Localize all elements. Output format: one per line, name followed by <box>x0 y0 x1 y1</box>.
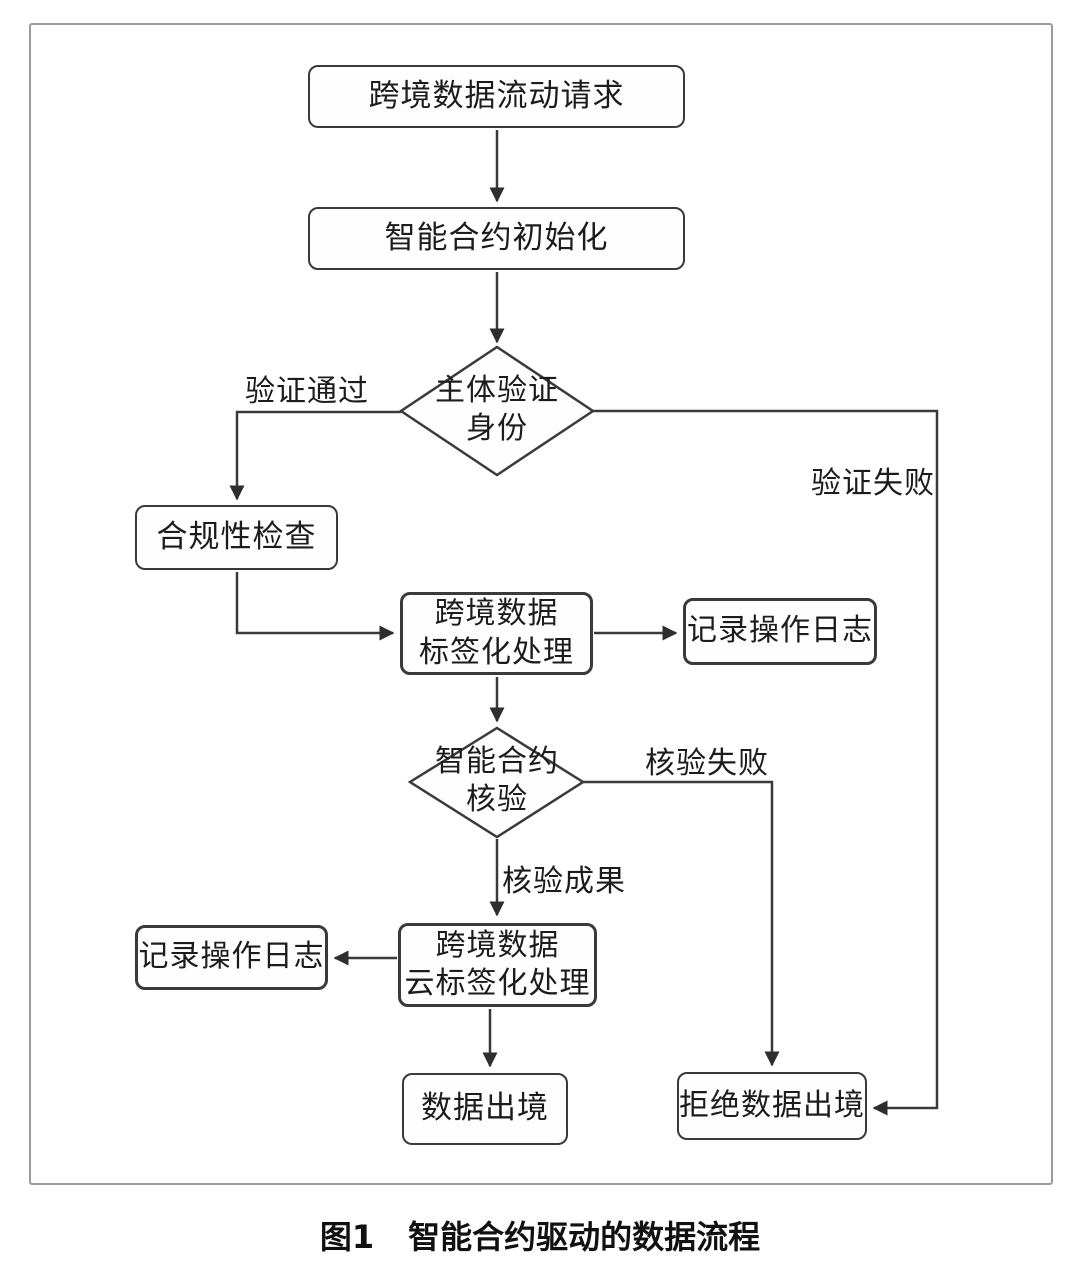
node-log-operation-left: 记录操作日志 <box>135 925 328 990</box>
node-cloud-labeling: 跨境数据 云标签化处理 <box>398 923 597 1007</box>
decision-identity-diamond <box>398 345 596 477</box>
decision-contract-diamond <box>407 726 586 839</box>
decision-identity-label: 主体验证 身份 <box>435 373 559 446</box>
node-data-labeling: 跨境数据 标签化处理 <box>400 592 593 675</box>
edge-contract-fail-to-reject <box>583 780 780 1067</box>
figure-caption: 图1 智能合约驱动的数据流程 <box>0 1212 1080 1258</box>
node-log-operation-right: 记录操作日志 <box>683 598 877 665</box>
edge-identity-fail-to-reject <box>593 409 939 1116</box>
node-reject-data-exit: 拒绝数据出境 <box>677 1072 867 1140</box>
node-compliance-check: 合规性检查 <box>135 505 338 570</box>
edge-label-check-success: 核验成果 <box>502 864 626 899</box>
edge-compliance-to-labeling <box>235 572 395 641</box>
edge-label-check-fail: 核验失败 <box>645 746 769 781</box>
edge-identity-pass-to-compliance <box>229 410 401 501</box>
edge-label-verify-fail: 验证失败 <box>811 466 935 501</box>
node-smart-contract-init: 智能合约初始化 <box>308 207 685 270</box>
node-data-flow-request: 跨境数据流动请求 <box>308 65 685 128</box>
figure-caption-title: 智能合约驱动的数据流程 <box>408 1218 761 1256</box>
figure-caption-number: 图1 <box>319 1218 375 1256</box>
edge-label-verify-pass: 验证通过 <box>245 374 369 409</box>
node-data-exit: 数据出境 <box>402 1073 568 1145</box>
decision-contract-label: 智能合约 核验 <box>435 744 559 817</box>
